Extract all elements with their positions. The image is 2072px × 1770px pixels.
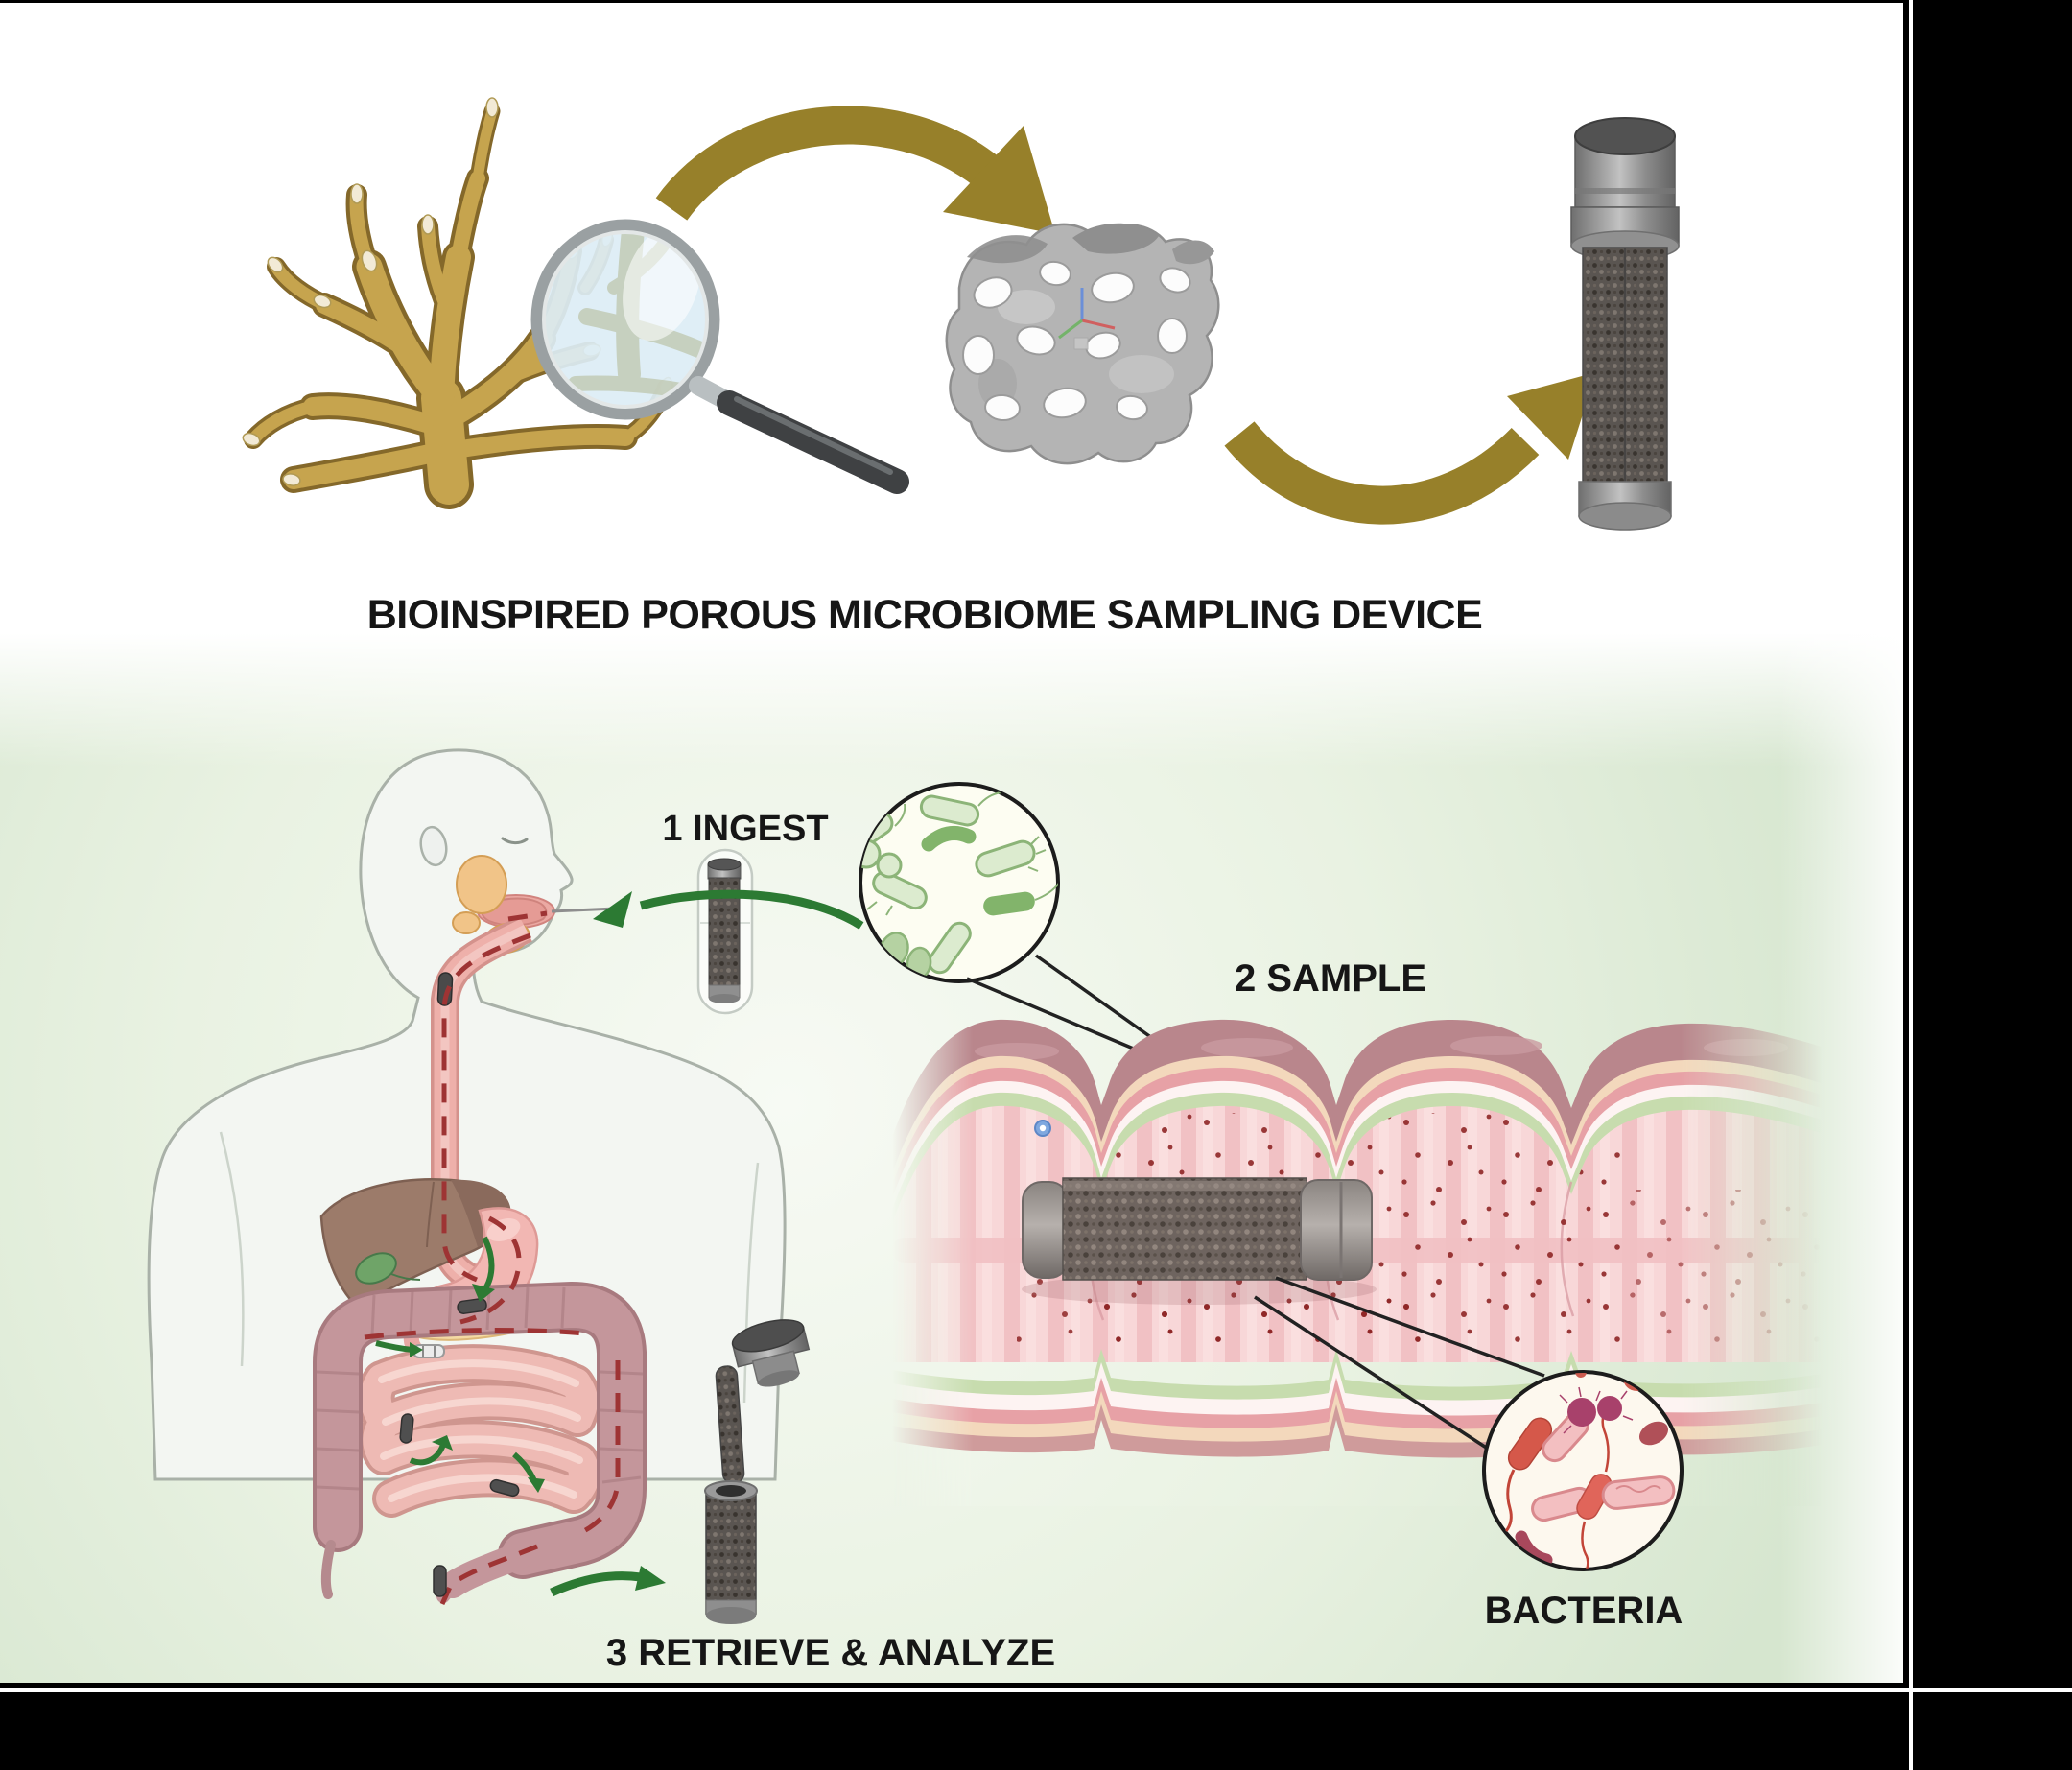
serosa-highlights (975, 1036, 1788, 1060)
callout-line (1254, 1295, 1492, 1452)
background-top-fade (0, 633, 1903, 767)
magnifying-glass-icon (530, 219, 909, 494)
green-arrow-ingest (593, 889, 864, 930)
gallbladder (355, 1252, 397, 1285)
capsule-transit-markers (399, 1297, 520, 1597)
porous-scaffold-3d-model (945, 223, 1220, 465)
figure-title: BIOINSPIRED POROUS MICROBIOME SAMPLING D… (367, 592, 1483, 638)
bacteria-red-inset (1254, 1276, 1684, 1571)
magnifier-handle (717, 390, 909, 494)
step1-label: 1 INGEST (662, 809, 828, 849)
ingest-capsule-illustration (696, 848, 754, 1015)
scaffold-pores (962, 260, 1191, 422)
capsule-stick (551, 907, 618, 913)
capsule-in-esophagus (436, 972, 454, 1006)
ear (419, 825, 448, 867)
small-intestine (356, 1344, 603, 1518)
cad-axis-icon (1058, 288, 1116, 350)
intestine-cross-section (892, 1019, 1903, 1556)
gold-arrow-scaffold-to-device (1224, 372, 1596, 525)
green-arrow-retrieve (550, 1566, 666, 1597)
top-border-line (0, 0, 1903, 3)
transit-green-arrows (375, 1236, 545, 1493)
figure-canvas: BIOINSPIRED POROUS MICROBIOME SAMPLING D… (0, 0, 1903, 1683)
closed-eye (501, 837, 529, 845)
step2-label: 2 SAMPLE (1235, 957, 1426, 1000)
digestive-tract-illustration (313, 855, 647, 1606)
step3-label: 3 RETRIEVE & ANALYZE (606, 1632, 1055, 1674)
exploded-device-illustration (704, 1319, 811, 1624)
gold-arrow-coral-to-scaffold (655, 106, 1055, 234)
device-outer-shell (704, 1480, 758, 1624)
large-intestine (313, 1282, 647, 1603)
right-border-gap (1909, 0, 1913, 1770)
device-in-intestine (1022, 1177, 1377, 1305)
appendix (320, 1540, 336, 1599)
device-cap (731, 1319, 811, 1387)
sampling-device-render (1570, 117, 1680, 531)
callout-line (1275, 1276, 1545, 1378)
capsule-exiting (433, 1565, 447, 1597)
bacteria-label: BACTERIA (1485, 1590, 1684, 1632)
transit-dashed-path (364, 910, 621, 1606)
bottom-border-gap (0, 1688, 2072, 1692)
